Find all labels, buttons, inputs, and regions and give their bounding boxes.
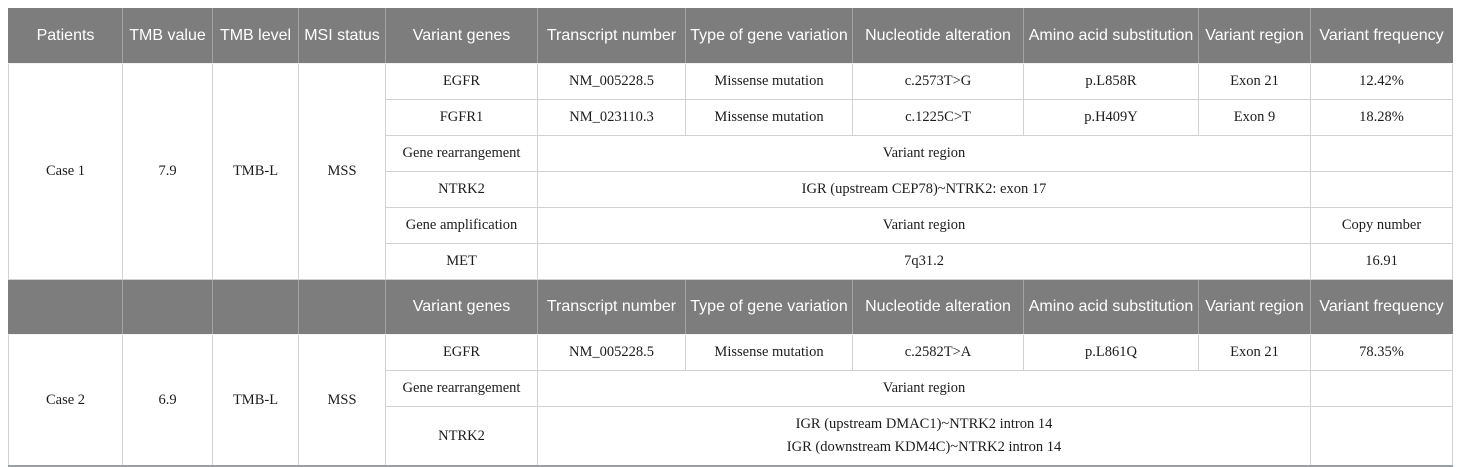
variant-results-table: Patients TMB value TMB level MSI status … [8,8,1453,467]
cell-region: Exon 21 [1198,334,1311,371]
sub-header-row: Variant genes Transcript number Type of … [8,279,1453,335]
column-header-nucleotide-alteration: Nucleotide alteration [852,8,1024,64]
case1-row-fgfr1: FGFR1 NM_023110.3 Missense mutation c.12… [9,99,1453,136]
column-header-transcript-number: Transcript number [537,8,686,64]
cell-patient-case1: Case 1 [8,63,123,280]
column-header-variant-region: Variant region [1198,8,1311,64]
cell-copy-number: 16.91 [1310,243,1453,280]
cell-gene: NTRK2 [385,171,538,208]
cell-fusion-detail-span: IGR (upstream DMAC1)~NTRK2 intron 14 IGR… [537,406,1311,467]
cell-region: Exon 21 [1198,63,1311,100]
fusion-line-2: IGR (downstream KDM4C)~NTRK2 intron 14 [786,439,1062,455]
column-header-patients: Patients [8,8,123,64]
cell-nucleotide: c.2573T>G [852,63,1024,100]
column-header-msi-status: MSI status [298,8,386,64]
cell-nucleotide: c.1225C>T [852,99,1024,136]
sub-header-blank [122,279,213,335]
cell-empty [1310,171,1453,208]
cell-empty [1310,370,1453,407]
case1-row-amplification-header: Gene amplification Variant region Copy n… [9,207,1453,244]
cell-tmb-level-case1: TMB-L [212,63,299,280]
cell-gene: EGFR [385,334,538,371]
case2-row-ntrk2: NTRK2 IGR (upstream DMAC1)~NTRK2 intron … [9,406,1453,467]
column-header-variant-genes: Variant genes [385,8,538,64]
column-header-transcript-number: Transcript number [537,279,686,335]
cell-patient-case2: Case 2 [8,334,123,467]
cell-gene-category: Gene amplification [385,207,538,244]
cell-frequency-label: Copy number [1310,207,1453,244]
cell-amino-acid: p.L861Q [1023,334,1199,371]
cell-cytoband-span: 7q31.2 [537,243,1311,280]
main-header-row: Patients TMB value TMB level MSI status … [8,8,1453,64]
column-header-tmb-level: TMB level [212,8,299,64]
cell-msi-status-case2: MSS [298,334,386,467]
cell-frequency: 78.35% [1310,334,1453,371]
cell-transcript: NM_005228.5 [537,63,686,100]
cell-variation-type: Missense mutation [685,63,853,100]
cell-frequency: 18.28% [1310,99,1453,136]
cell-msi-status-case1: MSS [298,63,386,280]
cell-variation-type: Missense mutation [685,99,853,136]
cell-gene-category: Gene rearrangement [385,135,538,172]
column-header-variant-region: Variant region [1198,279,1311,335]
cell-gene: NTRK2 [385,406,538,467]
cell-variant-region-span: Variant region [537,207,1311,244]
cell-gene-category: Gene rearrangement [385,370,538,407]
fusion-line-1: IGR (upstream DMAC1)~NTRK2 intron 14 [795,415,1053,432]
cell-nucleotide: c.2582T>A [852,334,1024,371]
column-header-amino-acid-substitution: Amino acid substitution [1023,279,1199,335]
cell-variation-type: Missense mutation [685,334,853,371]
case1-row-met: MET 7q31.2 16.91 [9,243,1453,280]
case2-row-rearrangement-header: Gene rearrangement Variant region [9,370,1453,407]
cell-gene: MET [385,243,538,280]
cell-gene: FGFR1 [385,99,538,136]
cell-amino-acid: p.L858R [1023,63,1199,100]
cell-transcript: NM_005228.5 [537,334,686,371]
sub-header-blank [298,279,386,335]
cell-gene: EGFR [385,63,538,100]
cell-tmb-value-case1: 7.9 [122,63,213,280]
column-header-variant-frequency: Variant frequency [1310,8,1453,64]
column-header-variant-frequency: Variant frequency [1310,279,1453,335]
cell-variant-region-span: Variant region [537,370,1311,407]
cell-fusion-detail-span: IGR (upstream CEP78)~NTRK2: exon 17 [537,171,1311,208]
case1-row-ntrk2: NTRK2 IGR (upstream CEP78)~NTRK2: exon 1… [9,171,1453,208]
column-header-variation-type: Type of gene variation [685,8,853,64]
column-header-nucleotide-alteration: Nucleotide alteration [852,279,1024,335]
cell-region: Exon 9 [1198,99,1311,136]
cell-frequency: 12.42% [1310,63,1453,100]
cell-tmb-value-case2: 6.9 [122,334,213,467]
case1-row-rearrangement-header: Gene rearrangement Variant region [9,135,1453,172]
case2-row-egfr: Case 2 6.9 TMB-L MSS EGFR NM_005228.5 Mi… [8,334,1453,467]
cell-variant-region-span: Variant region [537,135,1311,172]
cell-empty [1310,135,1453,172]
sub-header-blank [8,279,123,335]
cell-amino-acid: p.H409Y [1023,99,1199,136]
column-header-amino-acid-substitution: Amino acid substitution [1023,8,1199,64]
column-header-variation-type: Type of gene variation [685,279,853,335]
cell-transcript: NM_023110.3 [537,99,686,136]
column-header-tmb-value: TMB value [122,8,213,64]
sub-header-blank [212,279,299,335]
cell-tmb-level-case2: TMB-L [212,334,299,467]
cell-empty [1310,406,1453,467]
column-header-variant-genes: Variant genes [385,279,538,335]
case1-row-egfr: Case 1 7.9 TMB-L MSS EGFR NM_005228.5 Mi… [8,63,1453,280]
